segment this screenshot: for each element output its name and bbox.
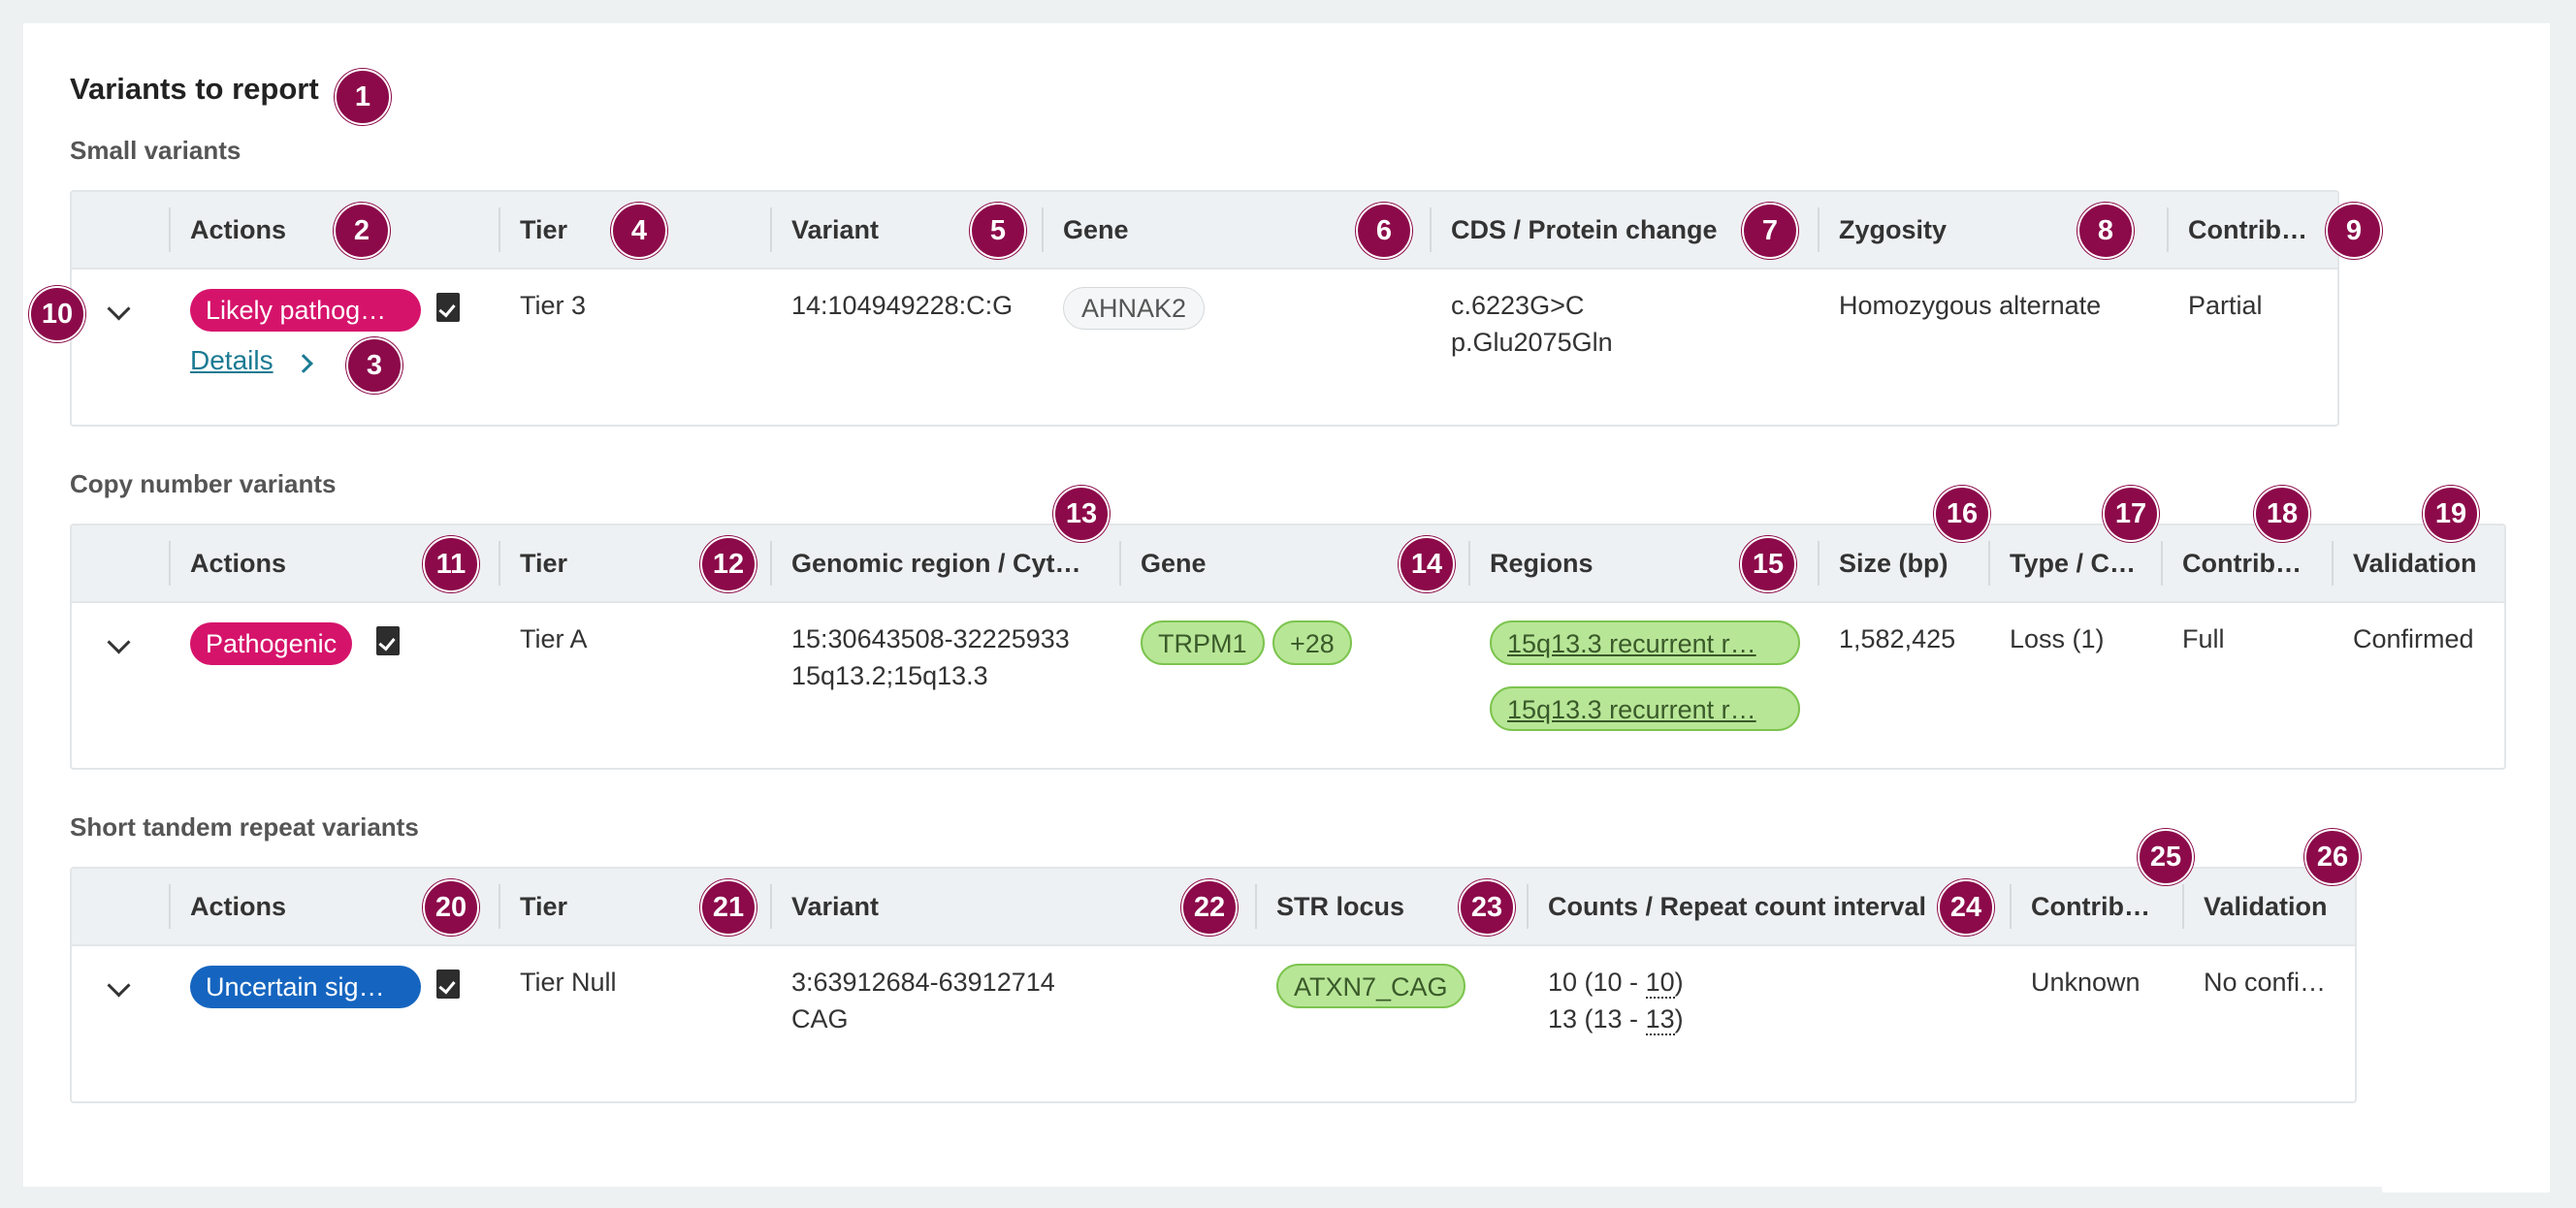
chevron-down-icon[interactable]	[107, 630, 131, 654]
contribution-cell: Partial	[2188, 291, 2263, 320]
variant-cell: 14:104949228:C:G	[791, 291, 1014, 320]
document-check-icon[interactable]	[376, 626, 400, 655]
annotation-marker: 19	[2423, 486, 2479, 542]
col-counts[interactable]: Counts / Repeat count interval	[1548, 892, 1927, 921]
chevron-down-icon[interactable]	[107, 297, 131, 321]
type-cell: Loss (1)	[2010, 624, 2105, 653]
annotation-marker: 20	[423, 879, 479, 936]
contribution-cell: Full	[2182, 624, 2225, 653]
protein-cell: p.Glu2075Gln	[1451, 328, 1613, 357]
col-str-locus[interactable]: STR locus	[1276, 892, 1405, 921]
col-actions[interactable]: Actions	[190, 549, 287, 578]
col-variant[interactable]: Variant	[791, 892, 880, 921]
col-cds-protein[interactable]: CDS / Protein change	[1451, 215, 1718, 244]
table-header: Actions Tier Variant Gene CDS / Protein …	[72, 192, 2337, 270]
count-cell: 10 (10 - 10)	[1548, 968, 1684, 999]
annotation-marker: 7	[1742, 203, 1798, 259]
col-variant[interactable]: Variant	[791, 215, 880, 244]
tier-cell: Tier Null	[520, 968, 617, 997]
col-validation[interactable]: Validation	[2353, 549, 2477, 578]
annotation-marker: 4	[611, 203, 667, 259]
locus-chip[interactable]: ATXN7_CAG	[1276, 964, 1465, 1008]
chevron-down-icon[interactable]	[107, 973, 131, 998]
col-contribution[interactable]: Contrib…	[2182, 549, 2302, 578]
size-cell: 1,582,425	[1839, 624, 1956, 653]
annotation-marker: 14	[1399, 536, 1455, 592]
str-heading: Short tandem repeat variants	[70, 812, 419, 842]
annotation-marker: 15	[1740, 536, 1796, 592]
gene-more-chip[interactable]: +28	[1272, 620, 1352, 665]
tier-cell: Tier A	[520, 624, 588, 653]
annotation-marker: 2	[334, 203, 390, 259]
document-check-icon[interactable]	[436, 970, 460, 999]
annotation-marker: 9	[2326, 203, 2382, 259]
classification-badge[interactable]: Uncertain sig…	[190, 966, 421, 1008]
annotation-marker: 8	[2077, 203, 2134, 259]
annotation-marker: 24	[1938, 879, 1994, 936]
details-link[interactable]: Details	[190, 345, 274, 375]
repeat-unit-cell: CAG	[791, 1004, 849, 1033]
card-footer-tab	[2382, 1163, 2550, 1192]
col-gene[interactable]: Gene	[1063, 215, 1129, 244]
col-genomic-region[interactable]: Genomic region / Cyt…	[791, 549, 1081, 578]
annotation-marker: 10	[29, 286, 85, 342]
gene-chip[interactable]: AHNAK2	[1063, 287, 1206, 330]
annotation-marker: 12	[700, 536, 757, 592]
region-cell: 15:30643508-32225933	[791, 624, 1070, 653]
annotation-marker: 18	[2254, 486, 2310, 542]
annotation-marker: 3	[346, 337, 402, 394]
col-contribution[interactable]: Contrib…	[2031, 892, 2150, 921]
annotation-marker: 25	[2138, 829, 2194, 885]
count-cell: 13 (13 - 13)	[1548, 1004, 1684, 1035]
col-gene[interactable]: Gene	[1141, 549, 1207, 578]
col-regions[interactable]: Regions	[1490, 549, 1594, 578]
annotation-marker: 1	[335, 69, 391, 125]
annotation-marker: 5	[970, 203, 1026, 259]
annotation-marker: 6	[1356, 203, 1412, 259]
annotation-marker: 16	[1934, 486, 1990, 542]
annotation-marker: 11	[423, 536, 479, 592]
zygosity-cell: Homozygous alternate	[1839, 291, 2102, 320]
gene-chip[interactable]: TRPM1	[1141, 620, 1265, 665]
page-title: Variants to report	[70, 72, 319, 106]
annotation-marker: 13	[1053, 486, 1110, 542]
cytoband-cell: 15q13.2;15q13.3	[791, 661, 988, 690]
annotation-marker: 26	[2304, 829, 2361, 885]
col-contribution[interactable]: Contrib…	[2188, 215, 2307, 244]
col-tier[interactable]: Tier	[520, 892, 568, 921]
annotation-marker: 21	[700, 879, 757, 936]
cnv-heading: Copy number variants	[70, 469, 337, 498]
annotation-marker: 23	[1459, 879, 1515, 936]
region-chip[interactable]: 15q13.3 recurrent r…	[1490, 620, 1800, 665]
small-variants-table: Actions Tier Variant Gene CDS / Protein …	[70, 190, 2339, 427]
col-actions[interactable]: Actions	[190, 892, 287, 921]
annotation-marker: 17	[2103, 486, 2159, 542]
contribution-cell: Unknown	[2031, 968, 2141, 997]
col-zygosity[interactable]: Zygosity	[1839, 215, 1948, 244]
classification-badge[interactable]: Likely pathog…	[190, 289, 421, 332]
validation-cell: No confi…	[2204, 968, 2327, 997]
cds-cell: c.6223G>C	[1451, 291, 1585, 320]
classification-badge[interactable]: Pathogenic	[190, 622, 353, 665]
col-tier[interactable]: Tier	[520, 549, 568, 578]
variant-cell: 3:63912684-63912714	[791, 968, 1055, 997]
tier-cell: Tier 3	[520, 291, 587, 320]
annotation-marker: 22	[1181, 879, 1238, 936]
document-check-icon[interactable]	[436, 293, 460, 322]
validation-cell: Confirmed	[2353, 624, 2474, 653]
small-variants-heading: Small variants	[70, 136, 242, 165]
region-chip[interactable]: 15q13.3 recurrent r…	[1490, 686, 1800, 731]
chevron-right-icon[interactable]	[294, 354, 313, 373]
